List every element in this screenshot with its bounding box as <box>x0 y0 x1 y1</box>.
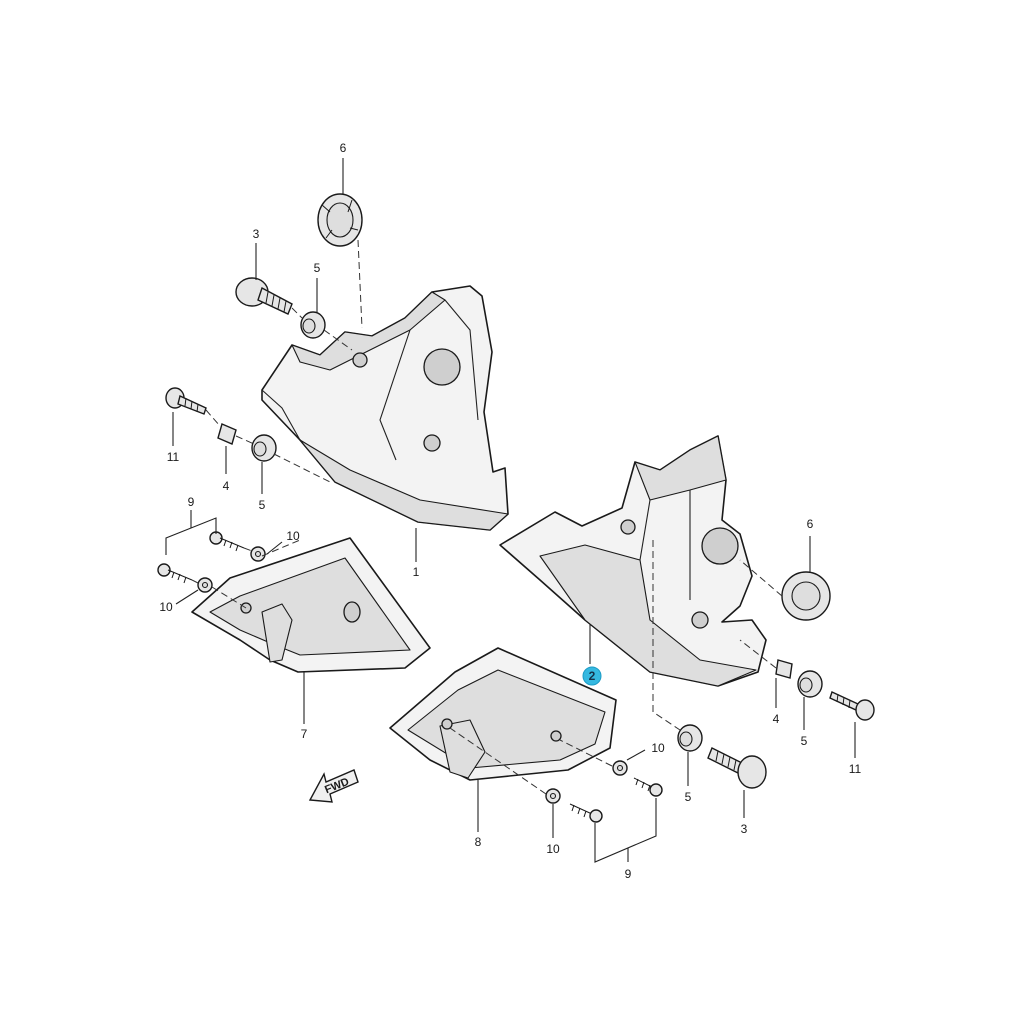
part-5-collar-left[interactable] <box>251 434 277 462</box>
part-5-collar-right[interactable] <box>797 670 823 698</box>
cover-hole <box>423 434 441 452</box>
part-5-collar-upper[interactable] <box>300 311 326 339</box>
panel-hole <box>550 730 562 742</box>
panel-boss <box>343 601 361 623</box>
fwd-label: FWD <box>323 776 351 797</box>
callout-4[interactable]: 4 <box>223 479 230 493</box>
part-9-screw-right-b[interactable] <box>569 803 603 823</box>
part-10-washer-left-a[interactable] <box>250 546 266 562</box>
callout-10[interactable]: 10 <box>286 529 300 543</box>
part-10-washer-right-a[interactable] <box>612 760 628 776</box>
part-6-grommet-right[interactable] <box>781 571 831 621</box>
callout-9[interactable]: 9 <box>188 495 195 509</box>
callout-10[interactable]: 10 <box>546 842 560 856</box>
part-6-grommet-upper[interactable] <box>317 193 363 247</box>
part-1-left-cover[interactable] <box>261 285 509 531</box>
part-8-center-panel[interactable] <box>389 647 617 781</box>
part-9-screw-left-b[interactable] <box>157 563 193 584</box>
callout-4[interactable]: 4 <box>773 712 780 726</box>
panel-hole <box>441 718 453 730</box>
cover-hole <box>423 348 461 386</box>
cover-hole <box>352 352 368 368</box>
part-10-washer-right-b[interactable] <box>545 788 561 804</box>
callout-3[interactable]: 3 <box>253 227 260 241</box>
fwd-direction-arrow: FWD <box>308 769 359 803</box>
part-11-bolt-right[interactable] <box>829 691 875 721</box>
callout-10[interactable]: 10 <box>651 741 665 755</box>
callout-11[interactable]: 11 <box>849 762 862 776</box>
part-5-collar-lower[interactable] <box>677 724 703 752</box>
part-2-right-cover[interactable] <box>499 435 767 687</box>
callout-5[interactable]: 5 <box>259 498 266 512</box>
callout-6[interactable]: 6 <box>807 517 814 531</box>
part-3-screw-lower[interactable] <box>707 747 767 789</box>
part-9-screw-left-a[interactable] <box>209 531 245 552</box>
part-4-spacer-left[interactable] <box>217 423 237 445</box>
callout-5[interactable]: 5 <box>314 261 321 275</box>
part-10-washer-left-b[interactable] <box>197 577 213 593</box>
callout-5[interactable]: 5 <box>801 734 808 748</box>
callout-1[interactable]: 1 <box>413 565 420 579</box>
cover-hole <box>691 611 709 629</box>
callout-11[interactable]: 11 <box>167 450 180 464</box>
callout-8[interactable]: 8 <box>475 835 482 849</box>
callout-5[interactable]: 5 <box>685 790 692 804</box>
highlight-marker[interactable] <box>582 666 602 686</box>
leader-lines <box>165 158 856 863</box>
callout-numbers: 6 3 5 11 4 5 9 10 10 1 7 6 2 4 5 11 5 3 … <box>159 141 861 881</box>
cover-hole <box>620 519 636 535</box>
callout-3[interactable]: 3 <box>741 822 748 836</box>
part-9-screw-right-a[interactable] <box>633 777 663 797</box>
callout-9[interactable]: 9 <box>625 867 632 881</box>
callout-10[interactable]: 10 <box>159 600 173 614</box>
assembly-lines <box>191 239 783 795</box>
callout-6[interactable]: 6 <box>340 141 347 155</box>
callout-2[interactable]: 2 <box>589 669 596 683</box>
part-7-left-panel[interactable] <box>191 537 431 673</box>
part-11-bolt-left[interactable] <box>165 387 207 415</box>
callout-7[interactable]: 7 <box>301 727 308 741</box>
cover-hole <box>701 527 739 565</box>
part-4-spacer-right[interactable] <box>775 659 793 679</box>
part-3-screw-upper[interactable] <box>235 277 293 315</box>
